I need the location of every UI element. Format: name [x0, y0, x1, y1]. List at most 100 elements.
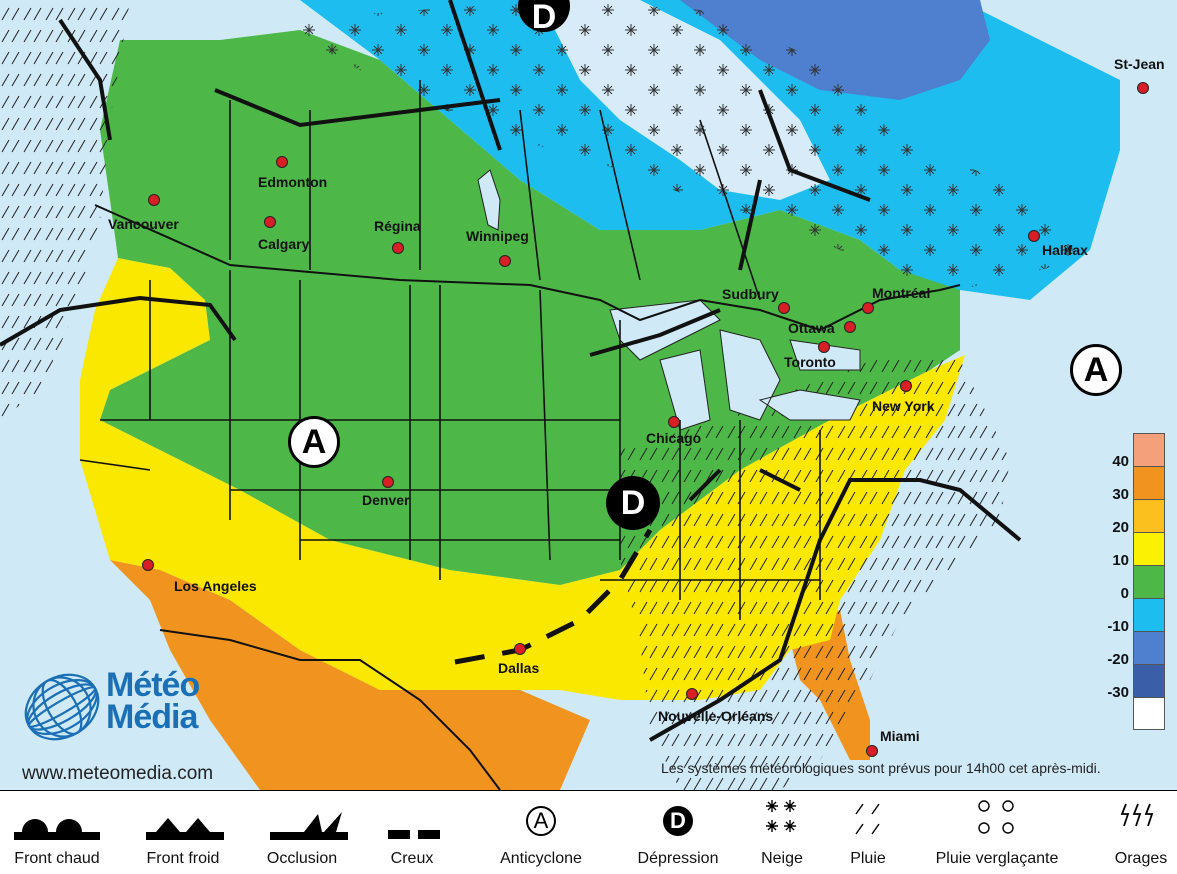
legend-item-high-pressure: A Anticyclone [486, 790, 596, 874]
snow-icon [766, 800, 796, 832]
occluded-front-icon [270, 812, 348, 840]
high-pressure-centre[interactable]: A [288, 416, 340, 468]
temperature-scale [1133, 433, 1165, 730]
scale-swatch [1133, 631, 1165, 664]
legend-item-occlusion: Occlusion [252, 790, 352, 874]
city-label: Denver [362, 492, 410, 508]
scale-label: -20 [1107, 651, 1129, 668]
legend-label: Front chaud [14, 850, 100, 867]
city-marker-calgary[interactable] [264, 216, 276, 228]
city-marker-halifax[interactable] [1028, 230, 1040, 242]
city-label: Régina [374, 218, 421, 234]
website-link[interactable]: www.meteomedia.com [22, 763, 214, 784]
legend-label: Creux [390, 850, 434, 867]
legend-item-trough: Creux [372, 790, 452, 874]
city-marker-los-angeles[interactable] [142, 559, 154, 571]
city-label: Miami [880, 728, 920, 744]
scale-label: 20 [1112, 519, 1129, 536]
legend-label: Dépression [637, 850, 719, 867]
legend-label: Orages [1114, 850, 1168, 867]
city-marker-new-york[interactable] [900, 380, 912, 392]
city-label: Toronto [784, 354, 836, 370]
meteomedia-logo[interactable]: Météo Média [18, 663, 248, 753]
legend-item-warm-front: Front chaud [0, 790, 114, 874]
scale-label: 40 [1112, 453, 1129, 470]
scale-label: 30 [1112, 486, 1129, 503]
city-marker-dallas[interactable] [514, 643, 526, 655]
scale-label: -10 [1107, 618, 1129, 635]
trough-icon [388, 830, 440, 839]
city-marker-edmonton[interactable] [276, 156, 288, 168]
scale-swatch [1133, 466, 1165, 499]
legend-item-snow: Neige [752, 790, 812, 874]
high-pressure-centre[interactable]: A [1070, 344, 1122, 396]
legend-item-low-pressure: D Dépression [620, 790, 736, 874]
city-marker-nouvelle-orleans[interactable] [686, 688, 698, 700]
logo-line-2: Média [106, 698, 198, 736]
city-marker-vancouver[interactable] [148, 194, 160, 206]
city-label: Dallas [498, 660, 540, 676]
legend-item-thunderstorm: Orages [1108, 790, 1174, 874]
city-marker-sudbury[interactable] [778, 302, 790, 314]
temperature-scale-labels: 40 30 20 10 0 -10 -20 -30 [1093, 450, 1129, 714]
city-marker-regina[interactable] [392, 242, 404, 254]
city-label: Halifax [1042, 242, 1088, 258]
legend-label: Pluie verglaçante [935, 850, 1059, 867]
legend-label: Pluie [850, 850, 886, 867]
scale-swatch [1133, 598, 1165, 631]
logo-line-1: Météo [106, 666, 200, 704]
city-marker-st-jean[interactable] [1137, 82, 1149, 94]
thunderstorm-icon [1120, 803, 1154, 827]
city-marker-montreal[interactable] [862, 302, 874, 314]
low-pressure-label: D [620, 484, 646, 522]
city-marker-denver[interactable] [382, 476, 394, 488]
low-pressure-icon: D [663, 806, 693, 836]
forecast-note: Les systèmes météorologiques sont prévus… [661, 760, 1101, 776]
lake-winnipeg [477, 169, 501, 231]
great-lakes [609, 299, 861, 431]
scale-label: -30 [1107, 684, 1129, 701]
legend-label: Neige [761, 850, 803, 867]
legend: Front chaud Front froid Occlusion Creux … [0, 790, 1177, 874]
city-label: Sudbury [722, 286, 779, 302]
rain-area-east [620, 350, 1010, 790]
front-lines [0, 0, 1022, 742]
rain-area-west [0, 0, 130, 420]
scale-swatch [1133, 499, 1165, 532]
trough-line [454, 528, 653, 665]
city-label: Montréal [872, 285, 931, 301]
snow-area [280, 0, 1080, 290]
us-canada-border [94, 204, 961, 332]
low-pressure-label: D [531, 0, 557, 36]
scale-swatch [1133, 532, 1165, 565]
scale-swatch [1133, 433, 1165, 466]
city-label: Vancouver [108, 216, 179, 232]
legend-label: Anticyclone [500, 850, 582, 867]
legend-item-rain: Pluie [838, 790, 898, 874]
low-pressure-centre[interactable]: D [606, 476, 660, 530]
legend-label: Occlusion [266, 850, 338, 867]
city-label: Ottawa [788, 320, 835, 336]
city-label: Los Angeles [174, 578, 257, 594]
city-label: New York [872, 398, 935, 414]
warm-front-icon [14, 819, 100, 840]
scale-swatch [1133, 697, 1165, 730]
city-label: Winnipeg [466, 228, 529, 244]
rain-icon [855, 803, 880, 835]
city-label: Nouvelle-Orléans [658, 708, 774, 724]
city-marker-toronto[interactable] [818, 341, 830, 353]
high-pressure-label: A [301, 423, 327, 461]
high-pressure-label: A [1083, 351, 1109, 389]
scale-swatch [1133, 565, 1165, 598]
city-marker-ottawa[interactable] [844, 321, 856, 333]
us-mexico-border [159, 629, 501, 790]
zone-darkblue [680, 0, 990, 100]
city-marker-miami[interactable] [866, 745, 878, 757]
high-pressure-icon: A [526, 806, 556, 836]
city-label: Calgary [258, 236, 310, 252]
city-marker-winnipeg[interactable] [499, 255, 511, 267]
freezing-rain-icon [978, 800, 1014, 834]
city-label: Chicago [646, 430, 702, 446]
city-marker-chicago[interactable] [668, 416, 680, 428]
scale-label: 0 [1120, 585, 1129, 602]
